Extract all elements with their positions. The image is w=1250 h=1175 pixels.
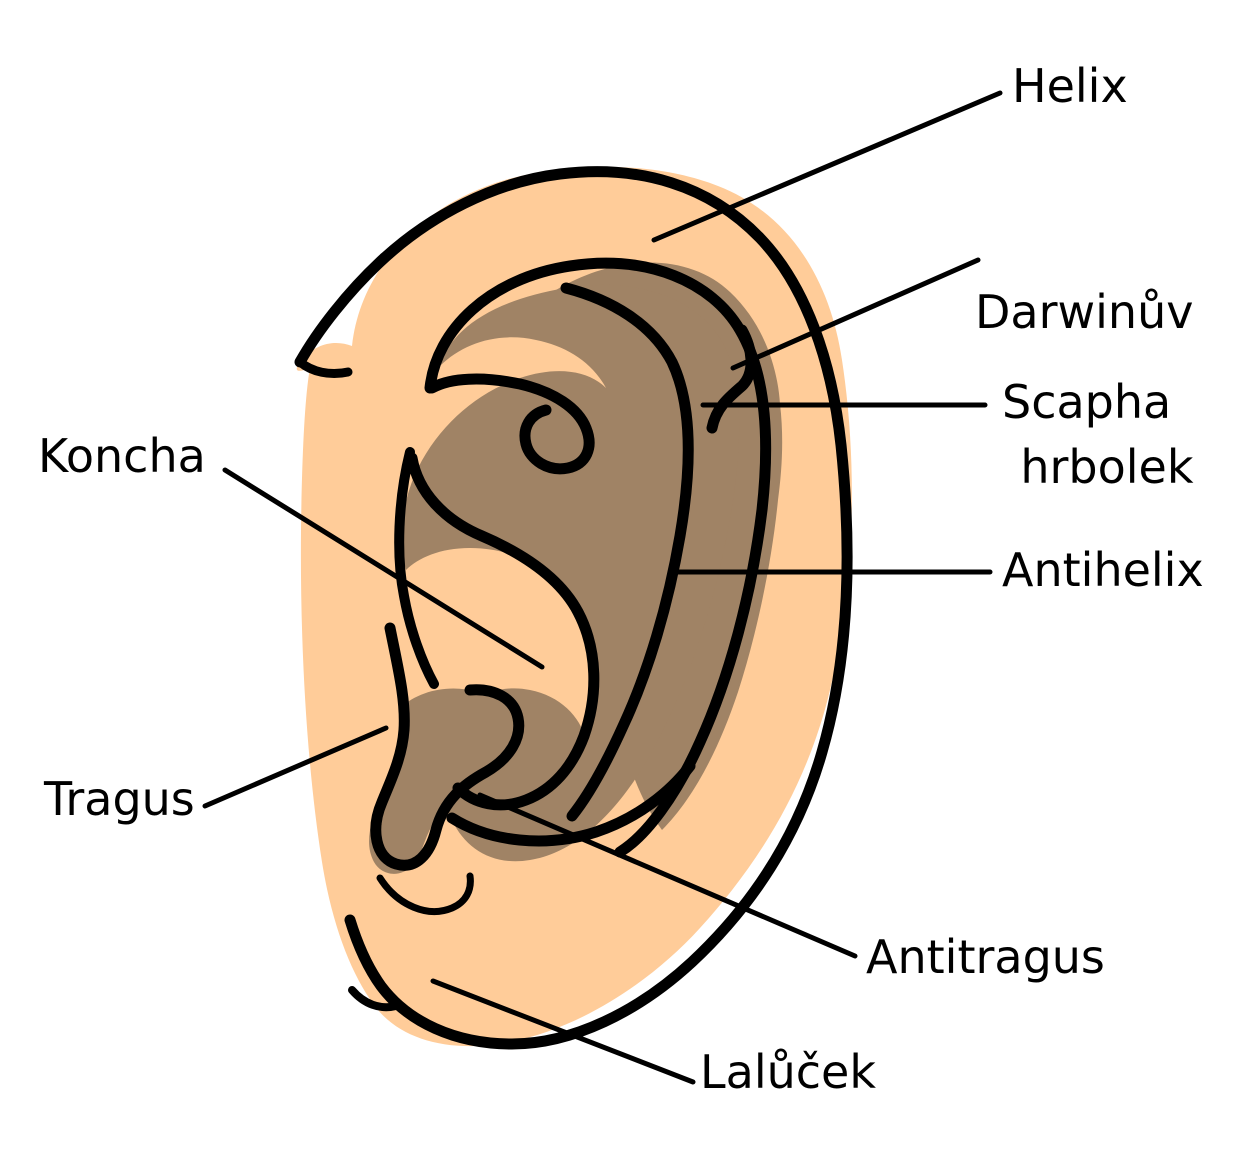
label-lalucek: Lalůček xyxy=(700,1045,876,1099)
scapha-groove-line xyxy=(560,282,694,822)
leader-darwin-tubercle xyxy=(730,257,981,371)
crus-helix-curl xyxy=(426,373,595,475)
label-darwin-tubercle-line2: hrbolek xyxy=(1020,439,1194,494)
concha-left-border xyxy=(394,447,439,689)
intertragic-crease xyxy=(376,872,474,915)
leader-antitragus xyxy=(477,792,858,959)
leader-lalucek xyxy=(430,978,696,1085)
leader-tragus xyxy=(202,725,389,809)
label-darwin-tubercle-line1: Darwinův xyxy=(975,285,1194,340)
tragus-outline xyxy=(370,622,525,871)
lobe-notch xyxy=(348,986,400,1012)
leader-helix xyxy=(651,90,1003,243)
antihelix-s-curve xyxy=(406,452,600,811)
leader-lines xyxy=(202,90,1003,1085)
label-darwin-tubercle: Darwinův hrbolek xyxy=(975,184,1193,596)
label-helix: Helix xyxy=(1012,59,1128,113)
auricle-outline xyxy=(294,166,853,1050)
label-koncha: Koncha xyxy=(38,429,206,483)
darwin-tubercle-notch xyxy=(706,324,757,434)
antitragus-outline xyxy=(446,760,696,847)
label-tragus: Tragus xyxy=(44,772,195,826)
label-scapha: Scapha xyxy=(1002,375,1172,429)
antihelix-inner-fold-line xyxy=(424,257,772,858)
leader-koncha xyxy=(222,467,545,670)
label-antitragus: Antitragus xyxy=(866,930,1105,984)
helix-root-hook xyxy=(295,357,353,379)
label-antihelix: Antihelix xyxy=(1002,543,1204,597)
